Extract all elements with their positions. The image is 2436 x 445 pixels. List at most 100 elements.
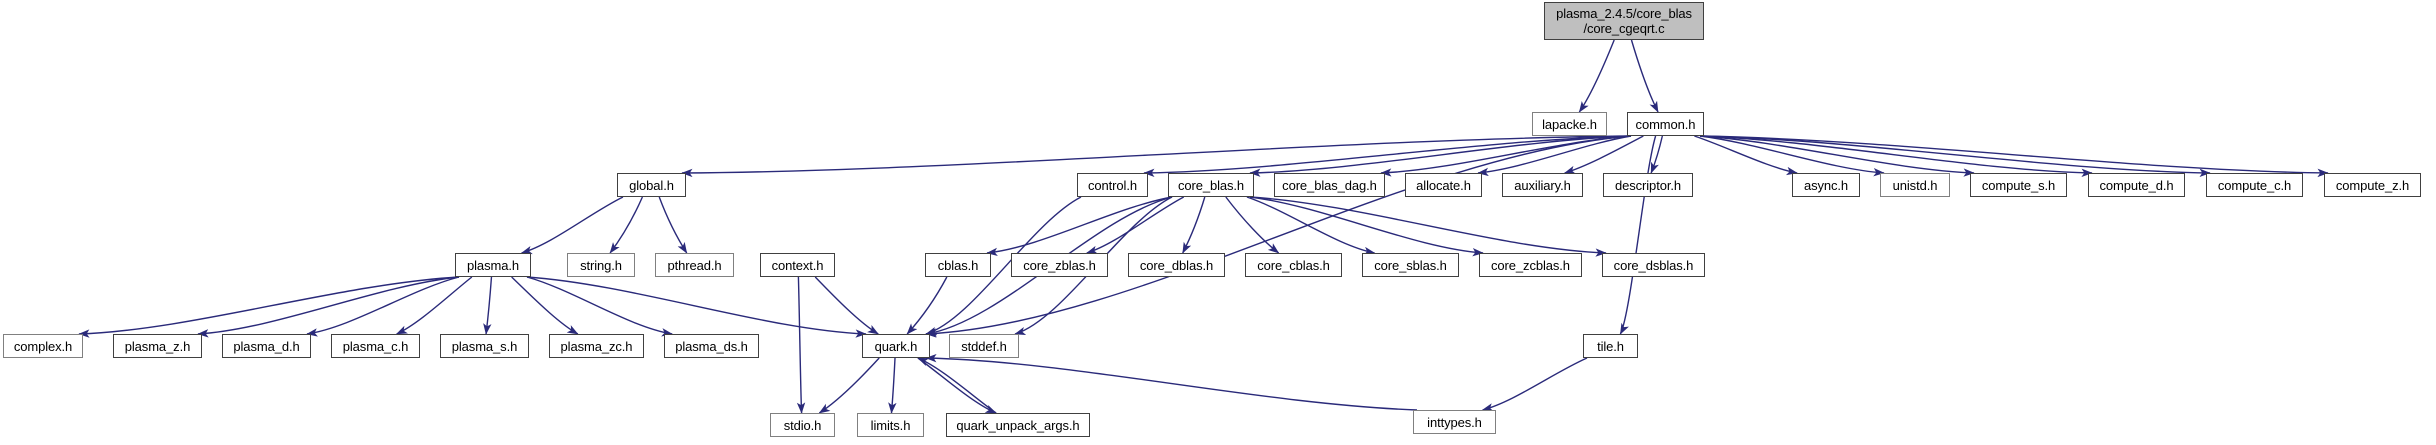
graph-node-compute_s[interactable]: compute_s.h [1970,173,2067,197]
graph-node-core_cblas[interactable]: core_cblas.h [1245,253,1342,277]
graph-node-label: complex.h [13,338,73,354]
graph-node-label: inttypes.h [1427,414,1482,430]
graph-node-label: global.h [629,177,674,193]
graph-node-lapacke[interactable]: lapacke.h [1532,112,1607,136]
graph-node-label: core_dblas.h [1139,257,1214,273]
graph-edge-common-to-global [681,135,1632,178]
graph-node-descriptor[interactable]: descriptor.h [1603,173,1693,197]
graph-edge-core_blas-to-core_dblas [1182,196,1206,254]
graph-node-label: tile.h [1597,338,1624,354]
graph-node-label: auxiliary.h [1514,177,1571,193]
graph-node-label: core_dsblas.h [1613,257,1694,273]
graph-node-control[interactable]: control.h [1077,173,1148,197]
graph-edge-quark-to-limits [888,357,897,414]
graph-edge-context-to-stdio [796,276,806,414]
graph-edge-common-to-quark [925,135,1632,338]
graph-edge-context-to-quark [814,276,879,335]
graph-edge-common-to-descriptor [1650,135,1664,174]
graph-edge-common-to-core_blas_dag [1380,135,1632,177]
graph-node-label: plasma_zc.h [560,338,633,354]
graph-edge-global-to-plasma [520,196,624,255]
graph-edge-global-to-string [609,196,644,254]
graph-edge-cblas-to-quark [906,276,948,335]
graph-node-inttypes[interactable]: inttypes.h [1413,410,1496,434]
graph-node-plasma_c[interactable]: plasma_c.h [331,334,420,358]
graph-node-label: quark_unpack_args.h [956,417,1080,433]
graph-node-tile[interactable]: tile.h [1583,334,1638,358]
graph-node-label: limits.h [870,417,911,433]
graph-node-label: compute_c.h [2217,177,2292,193]
graph-node-unistd[interactable]: unistd.h [1880,173,1950,197]
graph-node-auxiliary[interactable]: auxiliary.h [1502,173,1583,197]
graph-node-plasma[interactable]: plasma.h [455,253,531,277]
graph-node-label: core_sblas.h [1374,257,1447,273]
graph-node-string[interactable]: string.h [567,253,635,277]
graph-edge-root-to-common [1630,39,1659,113]
graph-node-context[interactable]: context.h [760,253,835,277]
graph-node-label: control.h [1088,177,1137,193]
graph-edge-inttypes-to-quark [925,354,1418,411]
graph-node-label: compute_d.h [2099,177,2174,193]
graph-node-stdio[interactable]: stdio.h [770,413,835,437]
graph-node-core_dblas[interactable]: core_dblas.h [1128,253,1225,277]
graph-node-cblas[interactable]: cblas.h [925,253,991,277]
graph-node-global[interactable]: global.h [617,173,686,197]
graph-edge-common-to-async [1694,135,1798,176]
graph-node-label: compute_s.h [1981,177,2056,193]
graph-node-stddef[interactable]: stddef.h [949,334,1019,358]
graph-node-core_blas[interactable]: core_blas.h [1168,173,1254,197]
graph-edge-plasma-to-plasma_c [396,276,473,335]
graph-node-limits[interactable]: limits.h [857,413,924,437]
graph-node-label: async.h [1803,177,1849,193]
graph-node-core_zblas[interactable]: core_zblas.h [1011,253,1108,277]
graph-node-plasma_zc[interactable]: plasma_zc.h [549,334,644,358]
graph-node-pthread[interactable]: pthread.h [655,253,734,277]
graph-node-plasma_s[interactable]: plasma_s.h [440,334,529,358]
graph-node-root[interactable]: plasma_2.4.5/core_blas /core_cgeqrt.c [1544,2,1704,40]
graph-edge-plasma-to-plasma_z [197,276,460,338]
graph-node-label: plasma_s.h [451,338,518,354]
graph-node-label: core_blas_dag.h [1282,177,1377,193]
graph-edge-common-to-tile [1619,135,1657,335]
graph-edge-root-to-lapacke [1578,39,1615,113]
graph-node-allocate[interactable]: allocate.h [1405,173,1482,197]
graph-node-label: pthread.h [667,257,722,273]
graph-edge-common-to-allocate [1477,135,1632,177]
graph-edge-common-to-auxiliary [1563,135,1644,174]
graph-node-label: descriptor.h [1614,177,1681,193]
graph-node-core_sblas[interactable]: core_sblas.h [1362,253,1459,277]
graph-edge-core_blas-to-core_zblas [1086,196,1185,254]
graph-node-async[interactable]: async.h [1792,173,1860,197]
graph-node-compute_c[interactable]: compute_c.h [2206,173,2303,197]
graph-edge-common-to-compute_c [1699,135,2211,178]
graph-node-complex[interactable]: complex.h [3,334,83,358]
graph-edge-core_blas-to-core_sblas [1246,196,1376,256]
graph-node-quark_unpack_args[interactable]: quark_unpack_args.h [946,413,1090,437]
graph-edge-plasma-to-complex [78,276,460,338]
graph-node-compute_d[interactable]: compute_d.h [2088,173,2185,197]
graph-node-core_dsblas[interactable]: core_dsblas.h [1602,253,1705,277]
graph-edge-core_blas-to-core_cblas [1225,196,1280,254]
graph-edge-plasma-to-plasma_s [483,276,493,335]
graph-node-label: core_zblas.h [1023,257,1096,273]
graph-node-core_zcblas[interactable]: core_zcblas.h [1479,253,1582,277]
graph-node-label: plasma.h [467,257,519,273]
graph-node-plasma_d[interactable]: plasma_d.h [222,334,311,358]
graph-edge-core_blas-to-core_dsblas [1249,196,1607,257]
graph-node-label: plasma_2.4.5/core_blas /core_cgeqrt.c [1556,6,1692,36]
graph-node-label: unistd.h [1892,177,1938,193]
graph-edge-quark-to-quark_unpack_args [917,357,997,414]
graph-node-common[interactable]: common.h [1627,112,1704,136]
graph-edge-core_blas-to-core_zcblas [1249,196,1484,257]
graph-node-quark[interactable]: quark.h [862,334,930,358]
graph-edge-plasma-to-quark [526,276,867,338]
graph-edge-common-to-compute_s [1699,135,1975,177]
graph-node-label: common.h [1635,116,1696,132]
graph-node-plasma_ds[interactable]: plasma_ds.h [664,334,759,358]
graph-node-compute_z[interactable]: compute_z.h [2324,173,2421,197]
graph-node-label: allocate.h [1416,177,1471,193]
graph-node-core_blas_dag[interactable]: core_blas_dag.h [1274,173,1385,197]
graph-node-plasma_z[interactable]: plasma_z.h [113,334,202,358]
